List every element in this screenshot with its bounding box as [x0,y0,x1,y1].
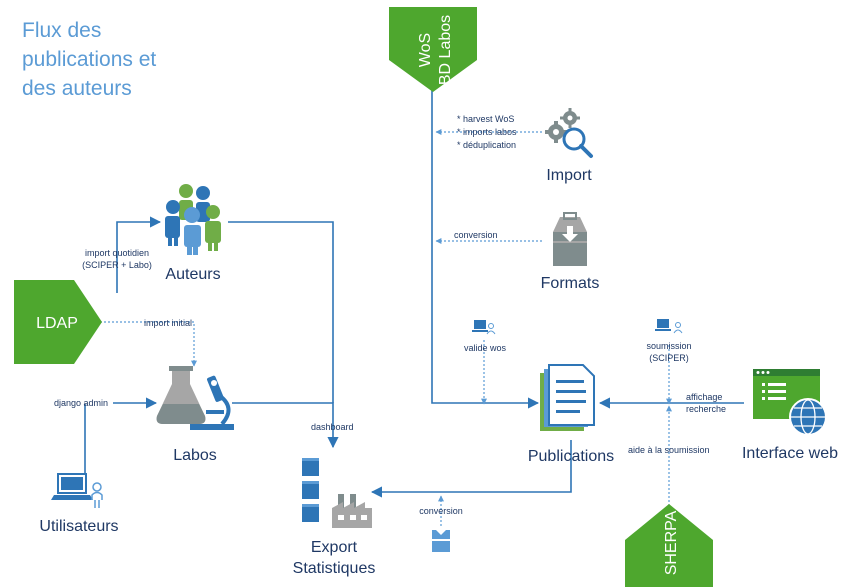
conversion-export-label: conversion [419,506,463,516]
publications-label: Publications [528,448,614,465]
ldap-label: LDAP [36,315,78,332]
document-download-icon [432,530,450,552]
auteurs-label: Auteurs [165,266,220,283]
harvest-wos-label: * harvest WoS [457,114,514,124]
dotted-flows [100,129,672,526]
django-admin-label: django admin [54,398,108,408]
labos-to-dashboard-line [232,402,339,449]
people-group-icon [165,184,221,255]
ldap-to-auteurs-line [116,216,162,293]
publications-to-export-line [370,440,572,498]
box-download-icon [553,212,587,266]
factory-icon [332,494,372,528]
ldap-pentagon: LDAP [14,280,102,364]
imports-labos-label: * imports labos [457,127,517,137]
documents-stack-icon [540,364,595,431]
conversion-formats-label: conversion [454,230,498,240]
laptop-user-icon [655,319,683,334]
labos-label: Labos [173,447,217,464]
laptop-user-icon [51,473,103,508]
affichage-label: affichage [686,392,722,402]
wos-label: WoS [417,33,434,67]
sherpa-label: SHERPA [663,510,680,575]
import-quotidien-label: import quotidien [85,248,149,258]
export-label-line1: Export [311,539,358,556]
wos-to-publications-line [431,80,540,409]
import-initial-label: import initial [144,318,192,328]
sciper-label: (SCIPER) [649,353,689,363]
web-window-globe-icon [753,369,827,436]
title-line-3: des auteurs [22,77,132,100]
ldap-import-initial-dotted [100,321,197,367]
formats-label: Formats [541,275,600,292]
valide-wos-label: valide wos [464,343,507,353]
recherche-label: recherche [686,404,726,414]
dashboard-label: dashboard [311,422,354,432]
soumission-label: soumission [646,341,691,351]
bd-labos-label: BD Labos [437,15,454,85]
sherpa-pentagon: SHERPA [625,504,713,587]
lab-flask-microscope-icon [156,366,234,430]
title-line-1: Flux des [22,19,102,42]
export-label-line2: Statistiques [293,560,376,577]
diagram-title: Flux des publications et des auteurs [22,16,242,103]
auteurs-to-export-line [228,221,334,403]
deduplication-label: * déduplication [457,140,516,150]
wos-pentagon: WoS BD Labos [389,7,477,92]
interface-web-label: Interface web [742,445,838,462]
gears-magnifier-icon [545,108,593,158]
import-label: Import [546,167,592,184]
title-line-2: publications et [22,48,157,71]
sciper-labo-label: (SCIPER + Labo) [82,260,152,270]
database-stack-icon [302,458,319,522]
utilisateurs-label: Utilisateurs [39,518,118,535]
aide-soumission-label: aide à la soumission [628,445,710,455]
solid-flows [84,80,744,498]
laptop-user-icon [472,320,496,335]
